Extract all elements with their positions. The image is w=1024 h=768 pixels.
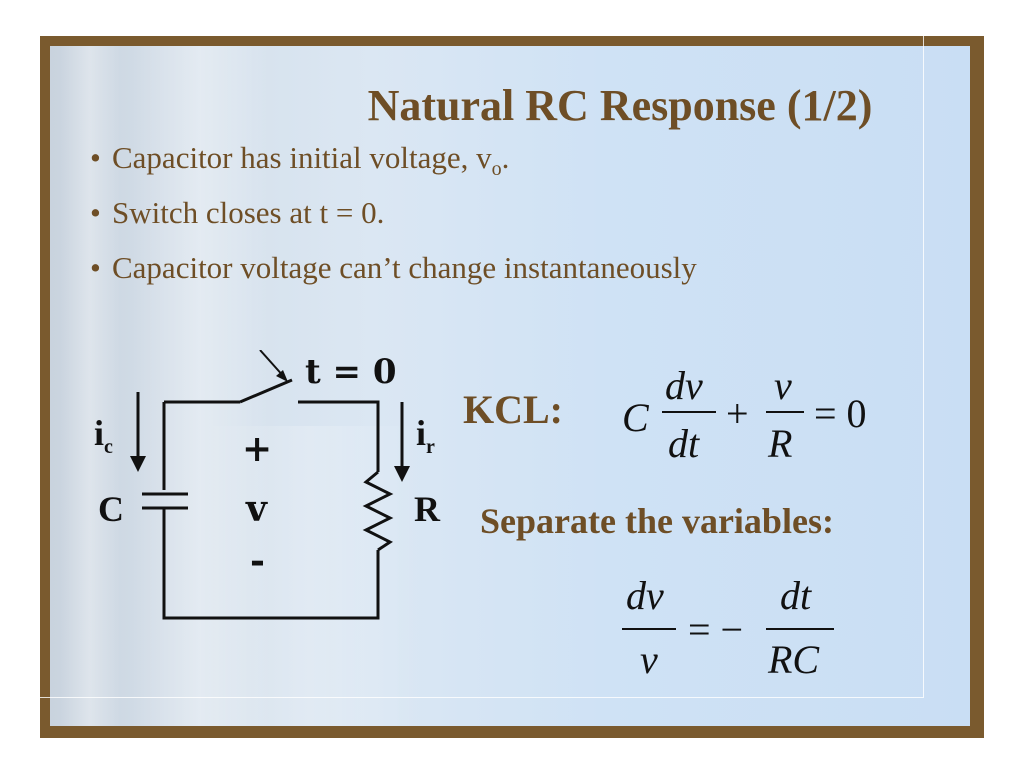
sep-dv: dv [626,573,664,618]
plus-sign: + [242,428,273,470]
slide-title: Natural RC Response (1/2) [367,81,873,130]
bullet-tail: . [501,140,510,175]
bullet-initial-voltage: • Capacitor has initial voltage, vo. [90,140,509,181]
sep-equals-minus: = − [688,607,744,652]
top-right-wire [298,400,380,472]
kcl-fraction-bar-2 [766,411,804,413]
kcl-dt: dt [668,421,700,466]
kcl-v: v [774,363,792,408]
minus-sign: - [250,540,265,582]
bullet-switch-closes: • Switch closes at t = 0. [90,195,384,231]
bullet-dot: • [90,140,101,175]
ic-label-sub: c [104,436,113,459]
bullet-dot: • [90,195,101,230]
bullet-text: Switch closes at t = 0. [112,195,385,230]
kcl-label: KCL: [463,387,563,432]
slide-inner-frame [30,28,924,698]
kcl-C: C [622,395,649,440]
bottom-wire [162,508,380,620]
bullet-dot: • [90,250,101,285]
sep-fraction-bar-2 [766,628,834,630]
kcl-fraction-bar-1 [662,411,716,413]
sep-v: v [640,637,658,682]
sep-RC: RC [768,637,820,682]
ir-label-sub: r [426,436,435,459]
separate-variables-label: Separate the variables: [480,501,834,541]
sep-dt: dt [780,573,812,618]
slide-border [40,36,984,738]
capacitor-label: C [98,489,124,529]
bullet-text: Capacitor voltage can’t change instantan… [112,250,697,285]
ic-label: ic [94,412,113,459]
bullet-text: Capacitor has initial voltage, v [112,140,492,175]
column-decoration [130,46,270,726]
kcl-dv: dv [665,363,703,408]
subscript-o: o [491,158,502,181]
ic-arrow-head [130,456,146,472]
resistor-label: R [414,489,440,529]
rc-circuit-diagram [130,350,410,620]
kcl-equals-zero: = 0 [814,391,867,436]
switch-time-label: t = 0 [305,352,397,392]
column-capital-decoration [200,426,420,726]
sep-fraction-bar-1 [622,628,676,630]
slide-background [50,46,970,726]
kcl-R: R [768,421,793,466]
bullet-capacitor-voltage: • Capacitor voltage can’t change instanta… [90,250,697,286]
kcl-plus: + [726,391,749,436]
switch-arrow-head [276,370,288,382]
column-decoration [60,46,120,726]
switch-blade [239,378,293,404]
resistor-symbol [362,470,394,552]
ir-label-i: i [416,413,427,453]
voltage-label: v [246,488,267,530]
ic-label-i: i [94,413,105,453]
ir-arrow-head [394,466,410,482]
ir-label: ir [416,412,435,459]
